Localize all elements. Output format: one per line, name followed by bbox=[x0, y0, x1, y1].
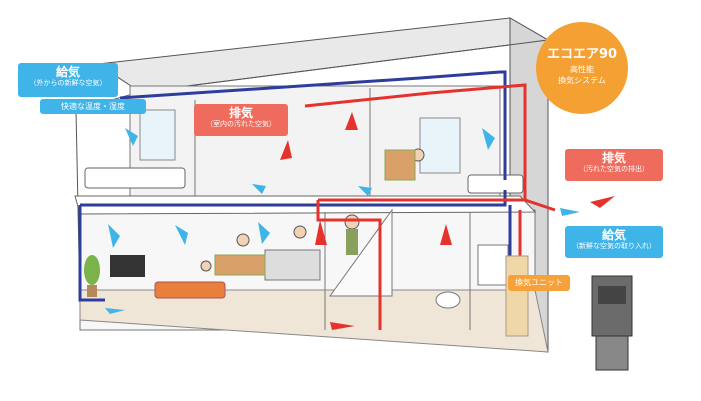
ventilation-unit-label: 換気ユニット bbox=[508, 275, 570, 291]
kitchen-counter bbox=[264, 249, 321, 281]
exhaust-arrows bbox=[280, 112, 615, 330]
window-left bbox=[139, 109, 176, 161]
ventilation-unit-indoor bbox=[505, 255, 529, 337]
supply-arrow-1 bbox=[125, 128, 138, 146]
supply-label-right-title: 給気 bbox=[601, 228, 626, 242]
supply-label-right-sub: （新鮮な空気の取り入れ） bbox=[572, 242, 656, 251]
supply-duct-upper bbox=[119, 70, 507, 180]
exhaust-label-left: 排気 （室内の汚れた空気） bbox=[194, 104, 288, 136]
eco-air-badge: エコエア90 高性能 換気システム bbox=[536, 22, 628, 114]
person-woman bbox=[293, 225, 307, 239]
exhaust-label-right-title: 排気 bbox=[601, 151, 626, 165]
supply-label-left-title: 給気 bbox=[55, 65, 80, 79]
house-roof bbox=[96, 17, 550, 93]
supply-arrow-4 bbox=[258, 222, 270, 244]
toilet bbox=[435, 291, 461, 309]
tv bbox=[110, 255, 145, 277]
plant-pot bbox=[87, 285, 97, 297]
sofa bbox=[154, 281, 226, 299]
person-child bbox=[200, 260, 212, 272]
supply-label-left-sub: （外からの新鮮な空気） bbox=[29, 79, 107, 88]
supply-arrow-8 bbox=[358, 186, 372, 196]
exhaust-arrow-4 bbox=[440, 224, 452, 245]
ventilation-unit-product-base bbox=[595, 335, 629, 371]
person-grandmother bbox=[236, 233, 250, 247]
lower-floor-surface bbox=[79, 289, 549, 353]
supply-arrow-outer bbox=[560, 208, 580, 216]
exhaust-arrow-5 bbox=[330, 322, 355, 330]
exhaust-duct-main bbox=[318, 198, 556, 212]
exhaust-arrow-outer bbox=[590, 196, 615, 208]
exhaust-label-left-title: 排気 bbox=[228, 106, 253, 120]
badge-line1: 高性能 bbox=[570, 65, 594, 74]
exhaust-label-right-sub: （汚れた空気の排出） bbox=[579, 165, 649, 174]
plant bbox=[84, 255, 100, 285]
supply-duct-lower bbox=[78, 205, 105, 302]
person-man bbox=[344, 214, 360, 230]
comfort-label: 快適な温度・湿度 bbox=[40, 99, 146, 114]
exhaust-arrow-3 bbox=[315, 220, 327, 245]
exhaust-label-right: 排気 （汚れた空気の排出） bbox=[565, 149, 663, 181]
badge-title: エコエア90 bbox=[546, 47, 618, 62]
supply-label-left: 給気 （外からの新鮮な空気） bbox=[18, 63, 118, 97]
ventilation-unit-product bbox=[591, 275, 633, 337]
supply-arrow-5 bbox=[482, 128, 495, 150]
badge-line2: 換気システム bbox=[558, 75, 606, 85]
ventilation-unit-product-vent bbox=[598, 286, 626, 304]
supply-arrow-3 bbox=[175, 225, 188, 245]
supply-duct-lower-main bbox=[80, 190, 507, 207]
window-right bbox=[419, 117, 461, 174]
bed-left bbox=[84, 167, 186, 189]
staircase bbox=[329, 208, 393, 297]
supply-arrow-7 bbox=[105, 308, 125, 314]
exhaust-label-left-sub: （室内の汚れた空気） bbox=[206, 120, 276, 129]
supply-label-right: 給気 （新鮮な空気の取り入れ） bbox=[565, 226, 663, 258]
supply-arrow-6 bbox=[252, 184, 266, 194]
exhaust-arrow-1 bbox=[280, 140, 292, 160]
person-man-body bbox=[346, 229, 358, 255]
desk bbox=[384, 149, 416, 181]
exhaust-duct-lower bbox=[316, 200, 382, 330]
bed-right bbox=[467, 174, 524, 194]
exhaust-duct-upper bbox=[304, 83, 527, 200]
washbasin bbox=[477, 244, 509, 286]
table bbox=[214, 254, 266, 276]
supply-arrow-2 bbox=[108, 224, 120, 248]
supply-arrows bbox=[105, 128, 580, 314]
exhaust-arrow-2 bbox=[345, 112, 358, 130]
